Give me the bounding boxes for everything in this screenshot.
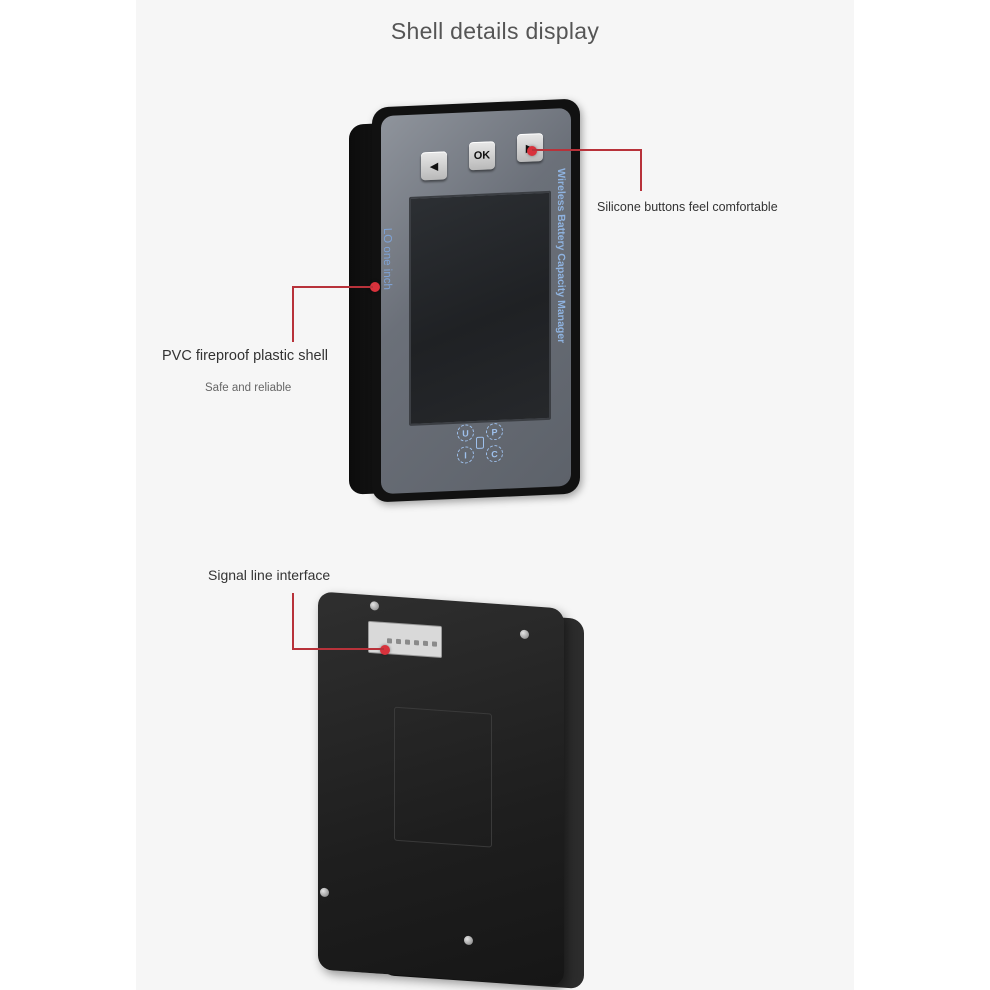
device-model-text: Wireless Battery Capacity Manager [555,168,567,344]
back-recess [394,706,492,848]
back-device-cover [318,591,564,987]
callout-dot-buttons [527,146,537,156]
callout-buttons-label: Silicone buttons feel comfortable [597,200,778,214]
callout-shell-sublabel: Safe and reliable [205,382,292,394]
page-title: Shell details display [390,18,600,44]
screw-icon [320,887,329,898]
triangle-left-icon: ◀ [429,160,439,173]
callout-line-signal-h [292,648,384,650]
ok-button-label: OK [473,149,491,163]
screw-icon [464,935,473,946]
callout-line-signal-v [292,593,294,650]
callout-signal-label: Signal line interface [208,567,331,583]
callout-line-shell-v [292,286,294,342]
callout-line-shell-h [293,286,373,288]
connector-pin [405,639,410,645]
connector-pin [387,638,392,644]
callout-shell-label: PVC fireproof plastic shell [162,348,329,364]
lcd-screen [409,190,551,426]
led-u-icon: U [457,424,474,442]
screw-icon [520,629,529,640]
connector-pin [396,638,401,645]
callout-dot-shell [370,282,380,292]
indicator-center [476,436,484,449]
connector-pin [423,640,428,647]
device-left-text: LO one inch [381,227,393,291]
callout-dot-signal [380,645,390,655]
led-c-icon: C [486,444,503,463]
led-p-icon: P [486,422,503,441]
connector-pin [432,641,437,647]
callout-line-buttons-h [532,149,642,151]
front-device-faceplate: ◀ OK ▶ Wireless Battery Capacity Manager… [381,107,571,495]
indicator-cluster: U I P C [455,419,505,471]
led-i-icon: I [457,446,474,464]
left-arrow-button: ◀ [421,151,447,181]
signal-connector [368,620,442,659]
connector-pin [414,640,419,646]
callout-line-buttons-v [640,149,642,191]
ok-button: OK [469,141,495,171]
screw-icon [370,601,379,611]
